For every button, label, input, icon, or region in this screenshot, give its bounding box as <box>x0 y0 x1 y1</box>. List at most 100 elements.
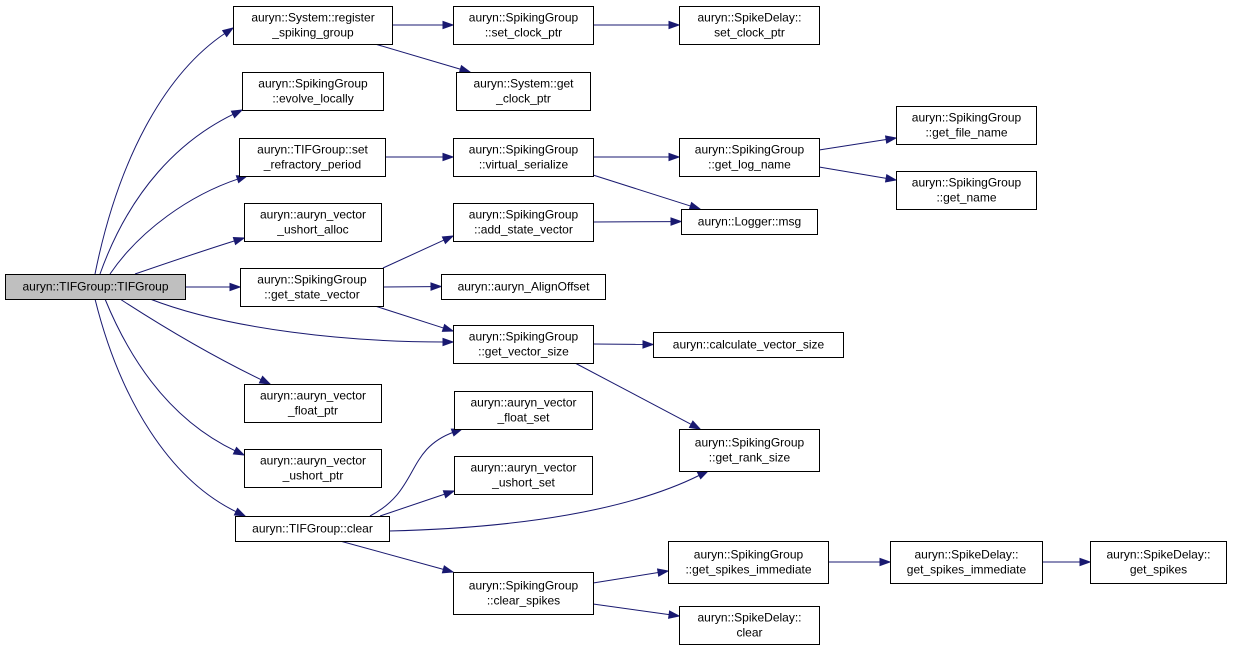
node-sys-reg[interactable]: auryn::System::register_spiking_group <box>233 6 393 45</box>
node-box <box>244 203 382 242</box>
node-sg-get-file[interactable]: auryn::SpikingGroup::get_file_name <box>896 106 1037 145</box>
node-box <box>453 325 594 364</box>
node-sg-virt-ser[interactable]: auryn::SpikingGroup::virtual_serialize <box>453 138 594 177</box>
node-label: auryn::SpikeDelay:: <box>914 548 1018 562</box>
node-label: auryn::SpikingGroup <box>258 77 368 91</box>
node-label: auryn::auryn_vector <box>470 396 576 410</box>
edge-sg_virt_ser-to-logger_msg <box>592 174 692 207</box>
node-box <box>679 138 820 177</box>
node-box <box>453 203 594 242</box>
edges-layer <box>94 20 1092 619</box>
node-label: auryn::Logger::msg <box>698 215 801 229</box>
node-sg-get-vec-size[interactable]: auryn::SpikingGroup::get_vector_size <box>453 325 594 364</box>
edge-root-to-vec_ushort_alloc <box>134 240 236 275</box>
node-sg-spikes-imm[interactable]: auryn::SpikingGroup::get_spikes_immediat… <box>668 541 829 584</box>
node-vec-float-ptr[interactable]: auryn::auryn_vector_float_ptr <box>244 384 382 423</box>
edge-root-to-sg_get_state-arrowhead <box>229 282 242 292</box>
edge-sg_get_vec_size-to-sg_rank_size <box>574 362 693 426</box>
node-sg-get-log[interactable]: auryn::SpikingGroup::get_log_name <box>679 138 820 177</box>
node-sg-clear-spikes[interactable]: auryn::SpikingGroup::clear_spikes <box>453 572 594 615</box>
edge-root-to-sg_evolve-arrowhead <box>230 109 244 119</box>
node-label: get_spikes <box>1130 563 1187 577</box>
node-label: auryn::SpikingGroup <box>912 111 1022 125</box>
edge-sg_get_state-to-sg_add_state-arrowhead <box>441 235 455 245</box>
node-sd-clear[interactable]: auryn::SpikeDelay::clear <box>679 606 820 645</box>
node-label: auryn::SpikingGroup <box>469 11 579 25</box>
edge-sg_clear_spikes-to-sg_spikes_imm-arrowhead <box>656 568 670 577</box>
node-logger-msg[interactable]: auryn::Logger::msg <box>681 209 818 235</box>
node-label: _clock_ptr <box>495 92 551 106</box>
node-label: clear <box>736 626 762 640</box>
node-label: auryn::TIFGroup::TIFGroup <box>22 280 168 294</box>
node-box <box>244 449 382 488</box>
edge-sys_reg-to-sg_set_clock-arrowhead <box>442 20 455 30</box>
node-sg-get-state[interactable]: auryn::SpikingGroup::get_state_vector <box>240 268 384 307</box>
node-root[interactable]: auryn::TIFGroup::TIFGroup <box>5 274 186 300</box>
node-label: ::virtual_serialize <box>479 158 569 172</box>
node-label: ::get_spikes_immediate <box>685 563 811 577</box>
node-calc-vec-size[interactable]: auryn::calculate_vector_size <box>653 332 844 358</box>
node-label: ::get_file_name <box>925 126 1007 140</box>
edge-sg_set_clock-to-sd_set_clock-arrowhead <box>668 20 681 30</box>
node-label: auryn::SpikingGroup <box>912 176 1022 190</box>
node-box <box>5 274 186 300</box>
edge-root-to-vec_float_ptr-arrowhead <box>258 375 272 385</box>
edge-root-to-vec_ushort_ptr-arrowhead <box>232 446 246 456</box>
node-box <box>454 456 593 495</box>
node-box <box>240 268 384 307</box>
node-align-offset[interactable]: auryn::auryn_AlignOffset <box>441 274 606 300</box>
node-label: get_spikes_immediate <box>907 563 1027 577</box>
node-sg-set-clock[interactable]: auryn::SpikingGroup::set_clock_ptr <box>453 6 594 45</box>
node-label: ::get_rank_size <box>709 451 791 465</box>
node-vec-ushort-set[interactable]: auryn::auryn_vector_ushort_set <box>454 456 593 495</box>
node-sd-spikes-imm[interactable]: auryn::SpikeDelay::get_spikes_immediate <box>890 541 1043 584</box>
node-tif-set-refr[interactable]: auryn::TIFGroup::set_refractory_period <box>239 138 386 177</box>
node-box <box>453 572 594 615</box>
node-box <box>242 72 384 111</box>
edge-sg_get_state-to-align_offset-arrowhead <box>430 282 443 291</box>
node-label: auryn::auryn_vector <box>260 208 366 222</box>
edge-tif_set_refr-to-sg_virt_ser-arrowhead <box>442 152 455 162</box>
node-box <box>896 171 1037 210</box>
node-label: auryn::SpikeDelay:: <box>697 11 801 25</box>
edge-tif_clear-to-sg_clear_spikes <box>339 540 445 571</box>
edge-sg_add_state-to-logger_msg-arrowhead <box>670 217 683 226</box>
edge-root-to-tif_clear-arrowhead <box>233 507 247 517</box>
edge-root-to-tif_set_refr <box>109 178 239 275</box>
node-box <box>679 606 820 645</box>
node-sd-get-spikes[interactable]: auryn::SpikeDelay::get_spikes <box>1090 541 1227 584</box>
node-label: auryn::calculate_vector_size <box>673 338 825 352</box>
edge-root-to-sg_evolve <box>99 113 235 275</box>
node-vec-float-set[interactable]: auryn::auryn_vector_float_set <box>454 391 593 430</box>
edge-sg_get_log-to-sg_get_file <box>818 138 888 151</box>
node-label: _spiking_group <box>271 26 354 40</box>
node-label: _ushort_alloc <box>276 223 348 237</box>
node-box <box>679 6 820 45</box>
node-label: auryn::auryn_vector <box>470 461 576 475</box>
node-sys-get-clock[interactable]: auryn::System::get_clock_ptr <box>456 72 591 111</box>
node-label: auryn::SpikingGroup <box>469 143 579 157</box>
node-sd-set-clock[interactable]: auryn::SpikeDelay::set_clock_ptr <box>679 6 820 45</box>
node-sg-add-state[interactable]: auryn::SpikingGroup::add_state_vector <box>453 203 594 242</box>
node-sg-evolve[interactable]: auryn::SpikingGroup::evolve_locally <box>242 72 384 111</box>
edge-sys_reg-to-sys_get_clock-arrowhead <box>458 64 472 74</box>
edge-sg_get_log-to-sg_get_file-arrowhead <box>884 135 898 144</box>
node-label: set_clock_ptr <box>714 26 785 40</box>
edge-sg_clear_spikes-to-sd_clear-arrowhead <box>668 610 681 619</box>
edge-tif_clear-to-vec_float_set-arrowhead <box>450 428 464 437</box>
node-label: ::get_state_vector <box>264 288 359 302</box>
edge-tif_clear-to-vec_ushort_set-arrowhead <box>442 490 456 499</box>
edge-root-to-tif_clear <box>94 298 238 513</box>
edge-sg_virt_ser-to-sg_get_log-arrowhead <box>668 152 681 162</box>
node-box <box>239 138 386 177</box>
node-label: auryn::auryn_vector <box>260 454 366 468</box>
node-vec-ushort-alloc[interactable]: auryn::auryn_vector_ushort_alloc <box>244 203 382 242</box>
node-box <box>454 391 593 430</box>
node-box <box>679 429 820 472</box>
node-label: auryn::SpikingGroup <box>469 330 579 344</box>
node-label: auryn::auryn_AlignOffset <box>458 280 591 294</box>
node-sg-get-name[interactable]: auryn::SpikingGroup::get_name <box>896 171 1037 210</box>
node-tif-clear[interactable]: auryn::TIFGroup::clear <box>235 516 390 542</box>
node-vec-ushort-ptr[interactable]: auryn::auryn_vector_ushort_ptr <box>244 449 382 488</box>
node-sg-rank-size[interactable]: auryn::SpikingGroup::get_rank_size <box>679 429 820 472</box>
